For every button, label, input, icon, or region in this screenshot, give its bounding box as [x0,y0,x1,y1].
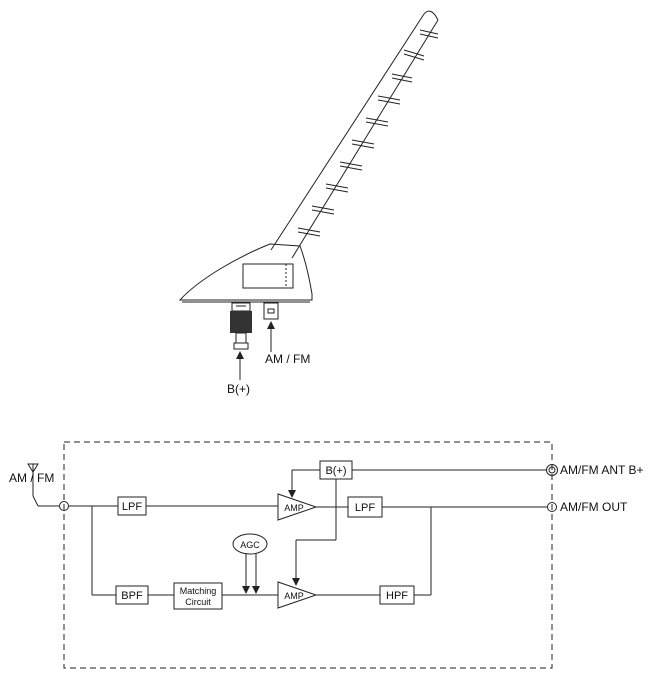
amp-top-label: AMP [284,503,304,513]
hpf-label: HPF [386,590,408,602]
amp-top-block [277,493,318,521]
matching-label-line1: Matching [180,586,217,596]
antenna-illustration: AM / FM B(+) [178,10,439,396]
b-plus-block-label: B(+) [325,465,346,477]
matching-circuit-block [173,582,223,610]
b-plus-connector-label: B(+) [227,382,250,396]
b-plus-connector [230,302,252,350]
matching-label-line2: Circuit [185,597,211,607]
ant-b-plus-terminal [546,464,558,476]
amp-bottom-block [277,581,318,609]
agc-block [232,533,268,555]
antenna-base [178,243,313,303]
lpf-output-label: LPF [355,502,375,514]
ant-b-plus-label: AM/FM ANT B+ [560,463,643,477]
am-fm-connector [263,302,279,320]
agc-label: AGC [240,540,260,550]
am-fm-out-label: AM/FM OUT [560,500,628,514]
bpf-label: BPF [121,590,143,602]
circuit-block-diagram: AM / FM LPF BPF Matching Circuit AGC AMP… [9,441,643,669]
am-fm-connector-label: AM / FM [265,352,310,366]
lpf-input-label: LPF [122,501,142,513]
am-fm-out-terminal [547,502,557,512]
antenna-input-icon [27,463,39,507]
module-boundary [63,441,553,669]
amp-bottom-label: AMP [284,591,304,601]
input-label: AM / FM [9,471,54,485]
antenna-mast [270,10,439,259]
